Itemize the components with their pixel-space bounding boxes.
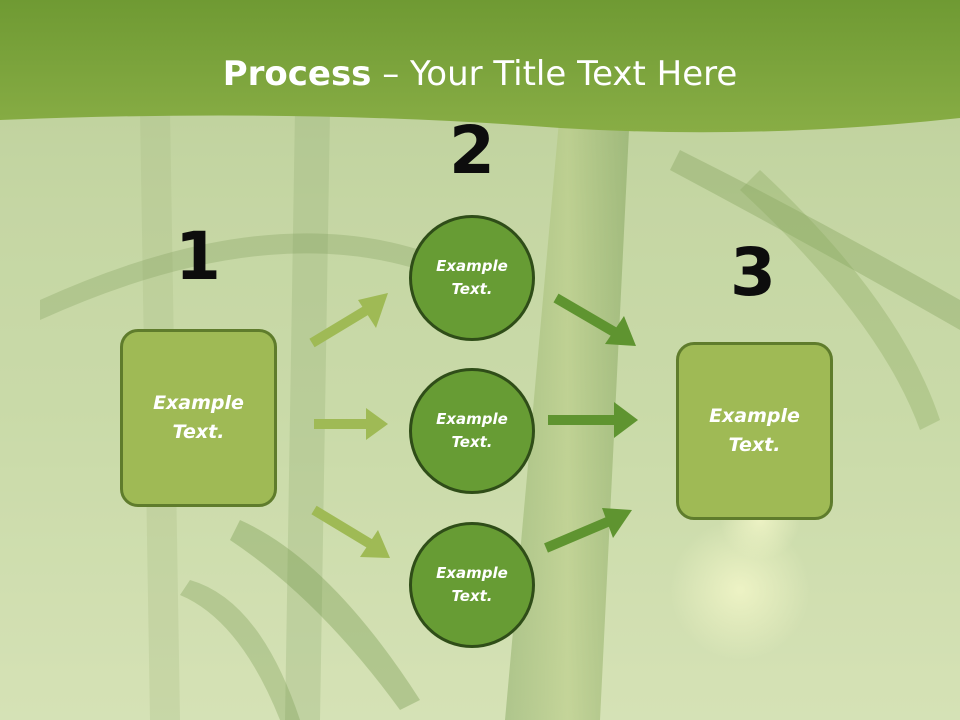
arrow-right-lower — [544, 508, 632, 553]
circle-middle-text: Example Text. — [436, 410, 508, 451]
title-banner — [0, 0, 960, 133]
arrow-left-lower — [311, 505, 390, 558]
step-number-2: 2 — [449, 112, 495, 189]
step-number-3: 3 — [730, 234, 776, 311]
step-number-1: 1 — [175, 218, 221, 295]
circle-top-text: Example Text. — [436, 257, 508, 298]
slide-title: Process – Your Title Text Here — [0, 52, 960, 96]
arrow-left-middle — [314, 408, 388, 440]
arrow-right-upper — [553, 293, 636, 346]
title-rest: – Your Title Text Here — [371, 54, 738, 94]
circle-bottom: Example Text. — [409, 522, 535, 648]
right-box: Example Text. — [676, 342, 833, 520]
circle-middle: Example Text. — [409, 368, 535, 494]
arrow-right-middle — [548, 402, 638, 438]
title-bold: Process — [222, 54, 372, 94]
right-box-text: Example Text. — [709, 405, 800, 456]
arrow-left-upper — [309, 293, 388, 348]
circle-top: Example Text. — [409, 215, 535, 341]
circle-bottom-text: Example Text. — [436, 564, 508, 605]
left-box: Example Text. — [120, 329, 277, 507]
left-box-text: Example Text. — [153, 392, 244, 443]
